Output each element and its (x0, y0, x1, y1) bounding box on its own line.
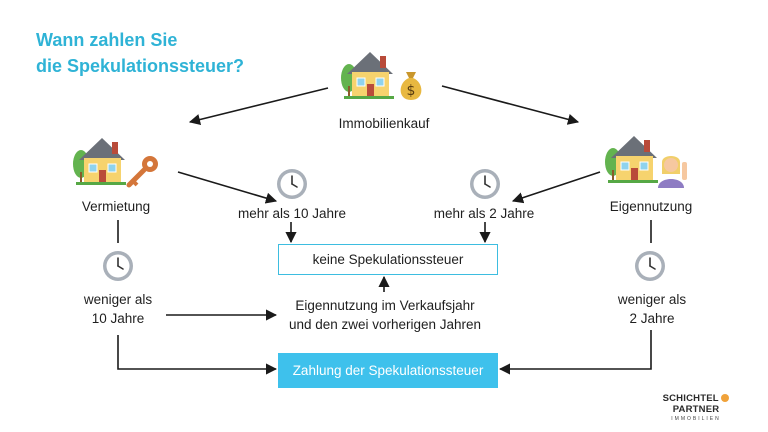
clock-icon (634, 250, 666, 287)
box-keine-spekulationssteuer: keine Spekulationssteuer (278, 244, 498, 275)
keine-steuer-label: keine Spekulationssteuer (312, 252, 464, 267)
node-mehr-als-10-jahre: mehr als 10 Jahre (237, 206, 347, 221)
node-weniger-als-10-jahre: weniger als 10 Jahre (66, 290, 170, 328)
arrow-vermietung-to-10jahre (177, 171, 278, 204)
arrow-kauf-to-vermietung (188, 87, 329, 126)
eigennutzung-verkauf-line-2: und den zwei vorherigen Jahren (288, 317, 482, 332)
node-vermietung: Vermietung (81, 199, 151, 214)
clock-icon (276, 168, 308, 205)
arrow-weniger10-to-zahlung (117, 335, 278, 375)
node-immobilienkauf: Immobilienkauf (338, 116, 430, 131)
box-zahlung-spekulationssteuer: Zahlung der Spekulationssteuer (278, 353, 498, 388)
key-icon (124, 152, 162, 195)
eigennutzung-verkauf-line-1: Eigennutzung im Verkaufsjahr (295, 298, 475, 313)
logo-name-part-1: SCHICHTEL (662, 393, 719, 404)
logo-name-part-2: PARTNER (672, 404, 720, 415)
arrow-weniger2-to-zahlung (498, 330, 652, 375)
company-logo: SCHICHTEL PARTNER IMMOBILIEN (644, 393, 748, 422)
weniger-2-line-2: 2 Jahre (629, 311, 675, 326)
svg-text:$: $ (407, 83, 416, 99)
weniger-10-line-1: weniger als (83, 292, 153, 307)
logo-name: SCHICHTEL PARTNER (644, 393, 748, 415)
node-mehr-als-2-jahre: mehr als 2 Jahre (433, 206, 535, 221)
logo-subtitle: IMMOBILIEN (671, 416, 721, 422)
money-bag-icon: $ (396, 68, 426, 107)
clock-icon (469, 168, 501, 205)
arrow-eigennutzung-to-2jahre (511, 171, 601, 204)
zahlung-steuer-label: Zahlung der Spekulationssteuer (292, 363, 484, 378)
house-icon (72, 134, 130, 191)
logo-dot-icon (721, 394, 730, 402)
title-line-1: Wann zahlen Sie (36, 30, 178, 50)
title-line-2: die Spekulationssteuer? (36, 56, 245, 76)
person-icon (656, 152, 690, 193)
weniger-2-line-1: weniger als (617, 292, 687, 307)
node-weniger-als-2-jahre: weniger als 2 Jahre (600, 290, 704, 328)
node-eigennutzung: Eigennutzung (609, 199, 693, 214)
clock-icon (102, 250, 134, 287)
weniger-10-line-2: 10 Jahre (91, 311, 145, 326)
arrow-kauf-to-eigennutzung (441, 85, 580, 125)
house-icon (340, 48, 398, 105)
node-eigennutzung-verkaufsjahr: Eigennutzung im Verkaufsjahr und den zwe… (270, 296, 500, 334)
house-icon (604, 132, 662, 189)
page-title: Wann zahlen Sie die Spekulationssteuer? (36, 27, 244, 79)
